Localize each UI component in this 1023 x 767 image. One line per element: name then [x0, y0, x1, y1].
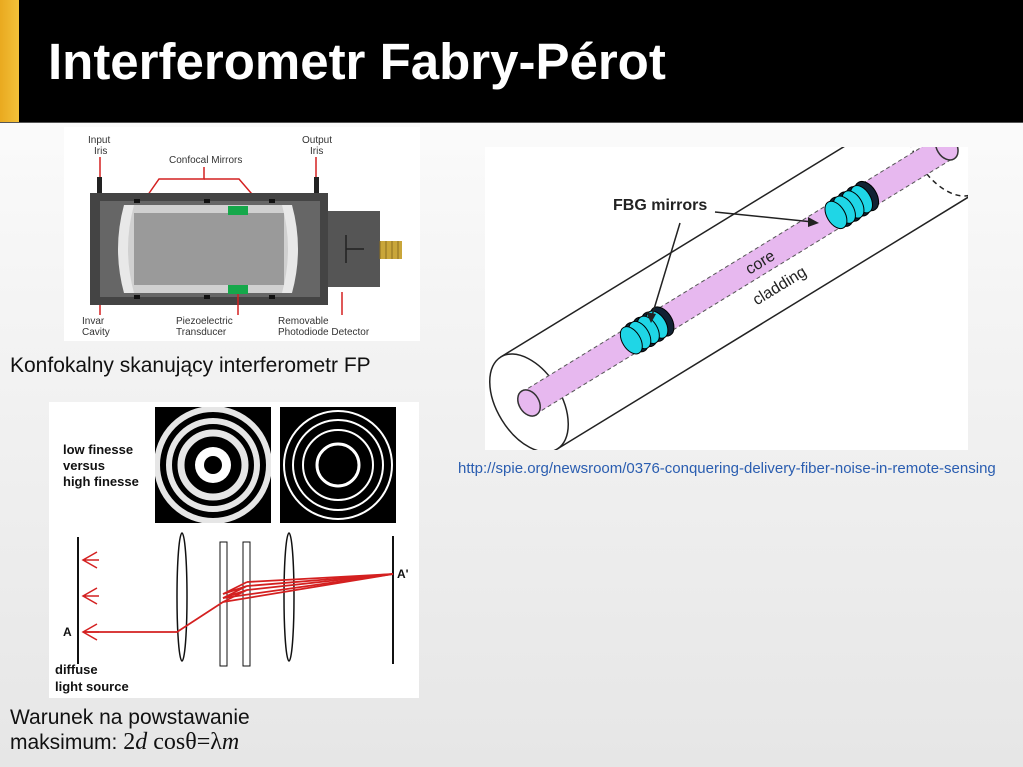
- confocal-interferometer-diagram: Input Iris Output Iris Confocal Mirrors: [64, 127, 420, 341]
- maximum-formula: 2d cosθ=λm: [123, 729, 240, 755]
- condition-line-1: Warunek na powstawanie: [10, 706, 250, 729]
- input-iris-label-2: Iris: [94, 146, 107, 157]
- slide-title: Interferometr Fabry-Pérot: [48, 33, 666, 90]
- low-finesse-pattern: [154, 406, 272, 524]
- title-accent-bar: [0, 0, 19, 122]
- confocal-mirrors-label: Confocal Mirrors: [169, 155, 242, 166]
- maximum-condition: Warunek na powstawanie maksimum: 2d cosθ…: [10, 705, 250, 755]
- piezo-label-2: Transducer: [176, 327, 227, 338]
- piezo-label-1: Piezoelectric: [176, 316, 233, 327]
- fbg-fiber-diagram: core cladding FBG mirrors: [485, 147, 968, 450]
- output-iris-label-1: Output: [302, 135, 332, 146]
- condition-line-2: maksimum: 2d cosθ=λm: [10, 730, 250, 755]
- point-a-label: A: [63, 625, 72, 639]
- finesse-label-1: low finesse: [63, 442, 133, 457]
- output-iris-label-2: Iris: [310, 146, 323, 157]
- slide-title-bar: Interferometr Fabry-Pérot: [0, 0, 1023, 123]
- finesse-label-2: versus: [63, 458, 105, 473]
- condition-prefix: maksimum:: [10, 731, 118, 754]
- detector-label-1: Removable: [278, 316, 329, 327]
- confocal-caption: Konfokalny skanujący interferometr FP: [10, 354, 371, 377]
- point-a-prime-label: A': [397, 567, 409, 581]
- input-iris-label-1: Input: [88, 135, 110, 146]
- source-label-1: diffuse: [55, 662, 98, 677]
- source-link[interactable]: http://spie.org/newsroom/0376-conquering…: [458, 460, 996, 477]
- high-finesse-pattern: [280, 407, 396, 523]
- finesse-label-3: high finesse: [63, 474, 139, 489]
- finesse-fringes-diagram: low finesse versus high finesse A: [49, 402, 419, 698]
- invar-cavity-label-2: Cavity: [82, 327, 110, 338]
- source-label-2: light source: [55, 679, 129, 694]
- detector-label-2: Photodiode Detector: [278, 327, 370, 338]
- fbg-mirrors-label: FBG mirrors: [613, 197, 707, 214]
- invar-cavity-label-1: Invar: [82, 316, 105, 327]
